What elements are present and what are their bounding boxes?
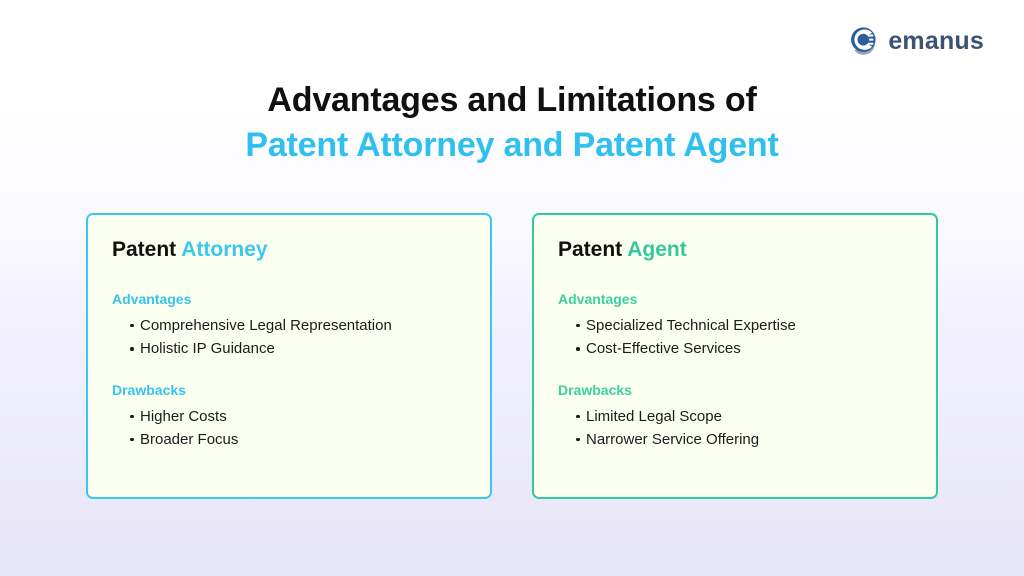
drawbacks-heading: Drawbacks [112,381,186,398]
card-title-accent: Agent [627,238,687,261]
card-title-prefix: Patent [112,238,177,261]
drawbacks-list: Higher Costs Broader Focus [112,405,466,452]
comparison-cards: Patent Attorney Advantages Comprehensive… [86,213,938,499]
emanus-circle-e-icon [851,27,876,55]
advantages-list: Comprehensive Legal Representation Holis… [112,314,466,361]
title-line-secondary: Patent Attorney and Patent Agent [245,125,779,164]
drawbacks-list: Limited Legal Scope Narrower Service Off… [558,405,912,452]
list-item: Broader Focus [112,428,466,451]
list-item: Higher Costs [112,405,466,428]
card-title-prefix: Patent [558,238,623,261]
card-title-accent: Attorney [181,238,268,261]
list-item: Limited Legal Scope [558,405,912,428]
page-title: Advantages and Limitations of Patent Att… [0,78,1024,168]
list-item: Cost-Effective Services [558,337,912,360]
advantages-heading: Advantages [112,291,192,308]
advantages-heading: Advantages [558,291,638,308]
title-line-primary: Advantages and Limitations of [267,81,757,119]
list-item: Specialized Technical Expertise [558,314,912,337]
brand-logo: emanus [847,24,984,58]
drawbacks-heading: Drawbacks [558,381,632,398]
logo-wordmark: emanus [888,26,984,55]
list-item: Comprehensive Legal Representation [112,314,466,337]
card-patent-agent: Patent Agent Advantages Specialized Tech… [532,213,938,499]
card-title-attorney: Patent Attorney [112,237,466,262]
list-item: Holistic IP Guidance [112,337,466,360]
list-item: Narrower Service Offering [558,428,912,451]
card-patent-attorney: Patent Attorney Advantages Comprehensive… [86,213,492,499]
card-title-agent: Patent Agent [558,237,912,262]
advantages-list: Specialized Technical Expertise Cost-Eff… [558,314,912,361]
